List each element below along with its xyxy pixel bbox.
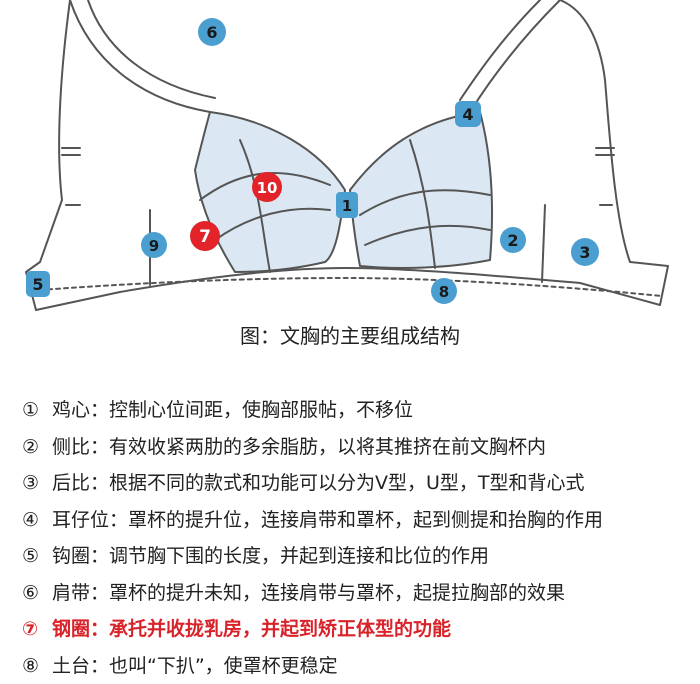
legend-text: 钢圈：承托并收拢乳房，并起到矫正体型的功能 (52, 618, 451, 640)
marker-10-label: 10 (257, 179, 278, 197)
marker-5: 5 (26, 271, 50, 297)
legend-text: 后比：根据不同的款式和功能可以分为V型，U型，T型和背心式 (52, 472, 585, 494)
legend-text: 肩带：罩杯的提升未知，连接肩带与罩杯，起提拉胸部的效果 (52, 582, 565, 604)
marker-1: 1 (336, 192, 358, 218)
marker-10: 10 (252, 172, 282, 202)
legend-number: ⑥ (22, 575, 52, 612)
marker-3-label: 3 (579, 243, 590, 262)
legend-number: ⑤ (22, 538, 52, 575)
marker-6: 6 (198, 18, 226, 46)
legend-number: ④ (22, 502, 52, 539)
legend-text: 侧比：有效收紧两肋的多余脂肪，以将其推挤在前文胸杯内 (52, 436, 546, 458)
legend-text: 钩圈：调节胸下围的长度，并起到连接和比位的作用 (52, 545, 489, 567)
marker-4-label: 4 (462, 105, 473, 124)
band-outline (26, 0, 668, 310)
marker-1-label: 1 (342, 197, 352, 215)
legend-number: ⑧ (22, 648, 52, 684)
marker-9: 9 (141, 232, 167, 258)
marker-8-label: 8 (439, 283, 449, 301)
legend-number: ③ (22, 465, 52, 502)
marker-5-label: 5 (32, 275, 43, 294)
legend-text: 土台：也叫“下扒”，使罩杯更稳定 (52, 655, 338, 677)
bra-structure-diagram: 1 2 3 4 5 6 7 8 (0, 0, 700, 320)
legend-number: ⑦ (22, 611, 52, 648)
diagram-caption: 图：文胸的主要组成结构 (0, 320, 700, 349)
marker-3: 3 (571, 238, 599, 266)
legend-text: 耳仔位：罩杯的提升位，连接肩带和罩杯，起到侧提和抬胸的作用 (52, 509, 603, 531)
marker-2-label: 2 (507, 231, 518, 250)
marker-2: 2 (500, 227, 526, 253)
marker-7-label: 7 (199, 227, 211, 247)
marker-9-label: 9 (149, 237, 159, 255)
legend-text: 鸡心：控制心位间距，使胸部服帖，不移位 (52, 399, 413, 421)
legend-number: ① (22, 392, 52, 429)
marker-6-label: 6 (206, 23, 217, 42)
legend-number: ② (22, 429, 52, 466)
marker-8: 8 (431, 278, 457, 304)
marker-7: 7 (190, 221, 220, 251)
marker-4: 4 (455, 101, 481, 127)
